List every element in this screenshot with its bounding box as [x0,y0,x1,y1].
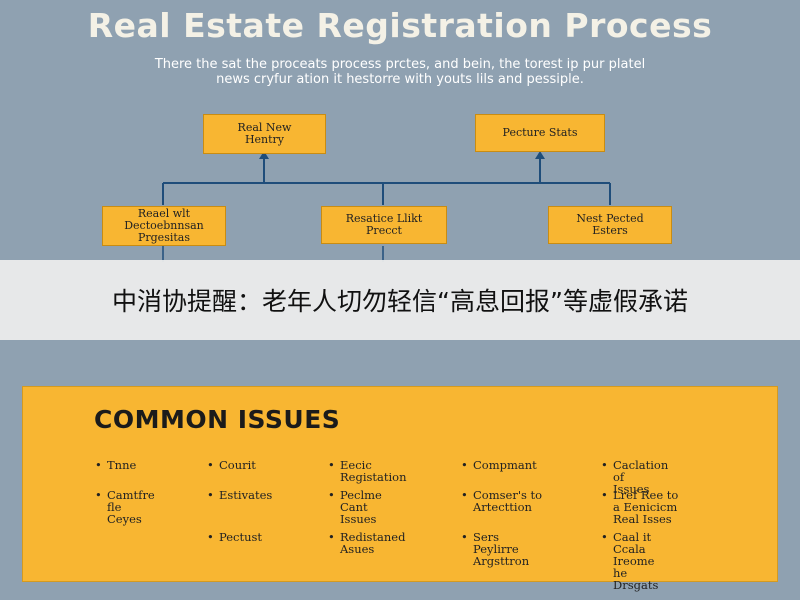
bullet-icon: • [328,458,335,472]
bullet-icon: • [95,488,102,502]
flow-node-top-2: Pecture Stats [475,114,605,152]
bullet-icon: • [601,488,608,502]
bullet-icon: • [461,458,468,472]
issue-item: •Redistaned Asues [328,530,406,556]
news-caption-banner: 中消协提醒：老年人切勿轻信“高息回报”等虚假承诺 [0,260,800,340]
issue-item: •Lref Ree to a Eenicicm Real Isses [601,488,679,526]
bullet-icon: • [601,530,608,544]
issue-item: •Sers Peylirre Argsttron [461,530,530,568]
issue-item: •Compmant [461,458,537,472]
flow-node-top-1: Real New Hentry [203,114,326,154]
bullet-icon: • [461,530,468,544]
issue-item: •Caclation of Issues [601,458,669,496]
common-issues-panel: COMMON ISSUES •Tnne •Camtfre fle Ceyes •… [22,386,778,591]
bullet-icon: • [207,488,214,502]
bullet-icon: • [207,458,214,472]
bullet-icon: • [601,458,608,472]
issue-item: •Pectust [207,530,263,544]
issue-item: •Estivates [207,488,273,502]
arrowhead-up-right [535,151,545,159]
common-issues-title: COMMON ISSUES [94,405,341,434]
flow-node-bottom-1: Reael wlt Dectoebnnsan Prgesitas [102,206,226,246]
bullet-icon: • [207,530,214,544]
diagram-subtitle: There the sat the proceats process prcte… [154,57,646,87]
issue-item: •Comser's to Artecttion [461,488,543,514]
flow-connectors [162,151,611,262]
issue-item: •Caal it Ccala Ireome he Drsgats [601,530,659,592]
bullet-icon: • [461,488,468,502]
bullet-icon: • [95,458,102,472]
diagram-title: Real Estate Registration Process [87,6,713,45]
issue-item: •Camtfre fle Ceyes [95,488,155,526]
flow-node-bottom-2: Resatice Llikt Precct [321,206,447,244]
issue-item: •Courit [207,458,256,472]
bullet-icon: • [328,530,335,544]
issue-item: •Tnne [95,458,137,472]
arrowhead-up-left [259,151,269,159]
issue-item: •Peclme Cant Issues [328,488,382,526]
bullet-icon: • [328,488,335,502]
flow-node-bottom-3: Nest Pected Esters [548,206,672,244]
issue-item: •Eecic Registation [328,458,407,484]
